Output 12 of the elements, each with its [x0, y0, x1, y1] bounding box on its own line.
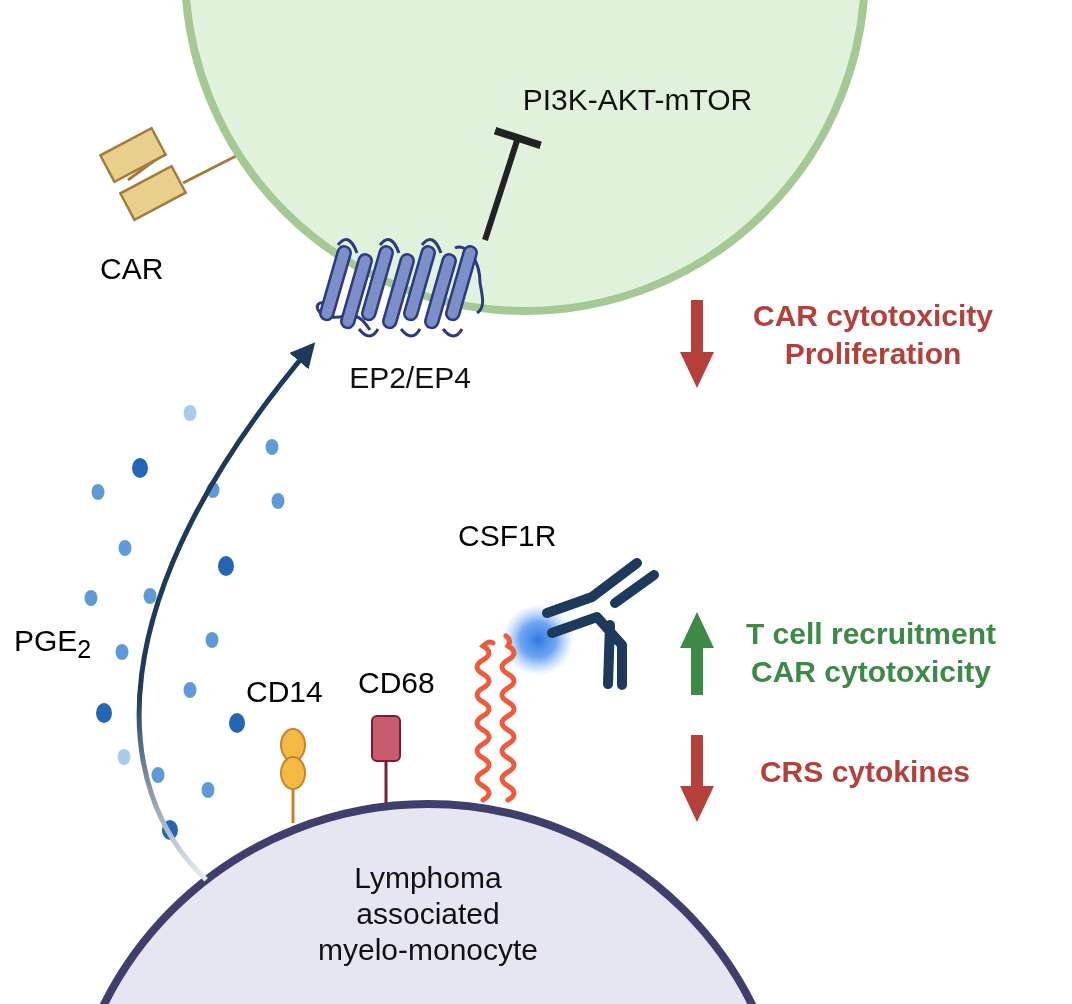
arrow: [136, 342, 316, 882]
inhibition-line: [482, 126, 545, 241]
effect-label: CRS cytokines: [758, 754, 972, 790]
receptor-label: CAR: [100, 251, 165, 287]
receptor-label: EP2/EP4: [348, 360, 472, 396]
pathway-label: PI3K-AKT-mTOR: [521, 82, 754, 118]
marker-label: CD68: [358, 665, 436, 701]
effect-label: T cell recruitment CAR cytotoxicity: [744, 616, 998, 690]
cell-label: Lymphoma associated myelo-monocyte: [316, 860, 540, 968]
effect-label: CAR cytotoxicity Proliferation: [751, 298, 994, 372]
receptor-label: CSF1R: [458, 518, 558, 554]
marker-label: CD14: [246, 674, 324, 710]
